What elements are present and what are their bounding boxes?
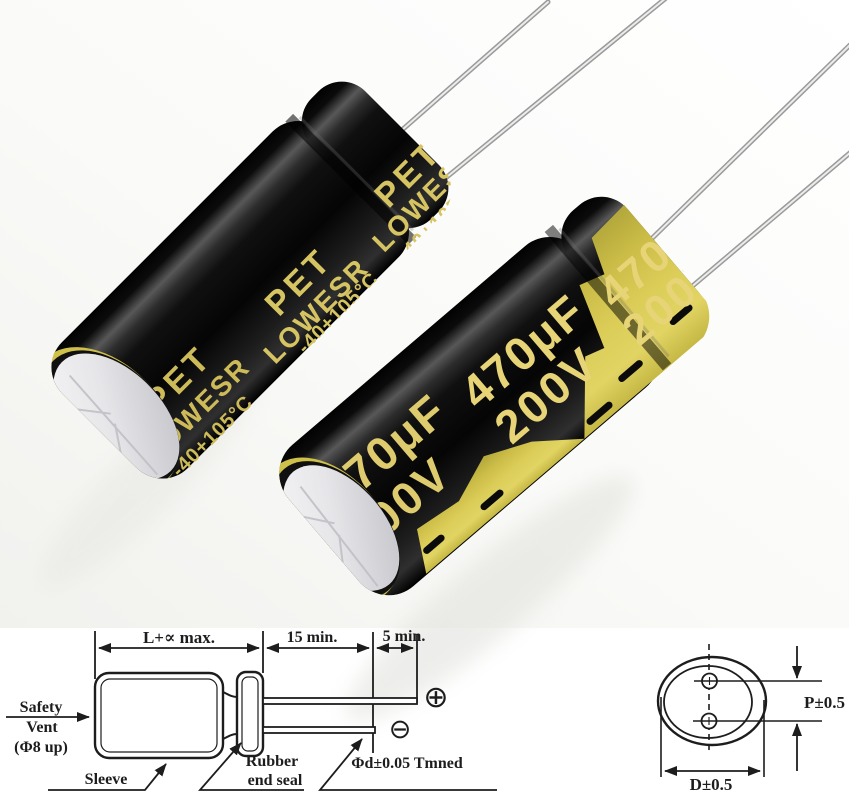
end-seal-outline	[235, 670, 265, 758]
positive-polarity-symbol: ⊕	[423, 680, 448, 715]
positive-lead	[262, 697, 418, 705]
side-view-labels: L+∝ max. 15 min. 5 min. Safety Vent (Φ8 …	[14, 628, 463, 789]
right-capacitor-lead-1	[633, 42, 849, 257]
crimp-highlight	[558, 227, 670, 358]
lead-wire-highlight	[425, 0, 666, 195]
dim-body-length-label: L+∝ max.	[143, 628, 215, 647]
crimp-groove	[544, 224, 672, 371]
body-outline	[93, 671, 225, 760]
safety-vent-label-line1: Safety	[20, 699, 63, 716]
sleeve-label: Sleeve	[85, 771, 128, 788]
body-inner-outline	[100, 678, 218, 753]
lead-wires	[383, 0, 849, 303]
diameter-label: D±0.5	[690, 775, 733, 794]
crimp-groove	[285, 113, 417, 245]
crimp-highlight	[298, 115, 415, 232]
safety-vent-label-line2: Vent	[26, 719, 58, 736]
right-capacitor-lead-2	[673, 150, 849, 303]
negative-stripe	[416, 438, 585, 574]
top-view-diagram	[656, 644, 822, 777]
polarity-dash	[423, 534, 445, 554]
polarity-dash	[480, 489, 504, 511]
lead-spec-leader	[318, 738, 497, 791]
lead-spec-label: Φd±0.05 Tmned	[351, 755, 463, 772]
sleeve-leader	[48, 763, 167, 791]
seal-leader	[198, 742, 304, 791]
left-capacitor-lead-2	[423, 0, 668, 197]
lead-wire-highlight	[635, 44, 849, 255]
negative-stripe	[579, 204, 723, 439]
seal-label-line2: end seal	[248, 772, 303, 789]
right-capacitor-shadow	[346, 475, 634, 721]
case-inner-circle	[663, 665, 753, 739]
dim-lead-length-label: 15 min.	[287, 629, 338, 646]
capacitor-end-cap	[301, 81, 449, 229]
polarity-dash	[669, 304, 693, 326]
pitch-label: P±0.5	[804, 693, 845, 712]
case-outer-circle	[656, 655, 768, 747]
left-capacitor-lead-1	[383, 0, 551, 147]
lead-wire-highlight	[385, 1, 549, 145]
polarity-dash	[586, 401, 613, 425]
polarity-dashes	[423, 304, 693, 554]
negative-polarity-symbol: ⊖	[389, 714, 412, 745]
top-view-labels: P±0.5 D±0.5	[690, 693, 845, 794]
dim-lead-tip-label: 5 min.	[383, 628, 426, 645]
negative-lead	[262, 726, 376, 734]
lead-wire-highlight	[675, 152, 849, 301]
safety-vent-label-line3: (Φ8 up)	[14, 739, 68, 756]
polarity-dash	[618, 360, 643, 383]
end-seal-inner	[241, 676, 259, 752]
side-view-diagram	[6, 631, 497, 791]
seal-label-line1: Rubber	[246, 753, 298, 770]
